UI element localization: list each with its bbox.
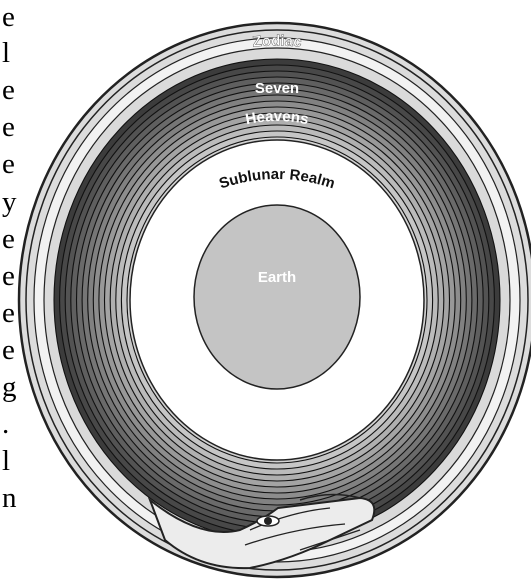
text-fragment: e (2, 260, 15, 292)
text-fragment: g (2, 371, 17, 403)
outer-band-line (25, 29, 529, 571)
text-fragment: e (2, 1, 15, 33)
heavens-label: Heavens (244, 108, 310, 128)
earth-label: Earth (258, 269, 296, 286)
text-fragment: e (2, 148, 15, 180)
text-fragment: . (2, 408, 10, 440)
text-fragment: e (2, 334, 15, 366)
earth-circle (193, 204, 361, 390)
text-fragment: e (2, 111, 15, 143)
text-fragment: l (2, 445, 11, 477)
text-fragment: e (2, 223, 15, 255)
zodiac-label: Zodiac (252, 32, 303, 50)
cropped-text-column: e l e e e y e e e e g . l n (0, 0, 40, 584)
text-fragment: y (2, 186, 17, 218)
text-fragment: l (2, 37, 11, 69)
ouroboros-serpent-icon (147, 493, 376, 570)
seven-label: Seven (255, 80, 299, 97)
text-fragment: e (2, 74, 15, 106)
text-fragment: e (2, 297, 15, 329)
text-fragment: n (2, 482, 17, 514)
